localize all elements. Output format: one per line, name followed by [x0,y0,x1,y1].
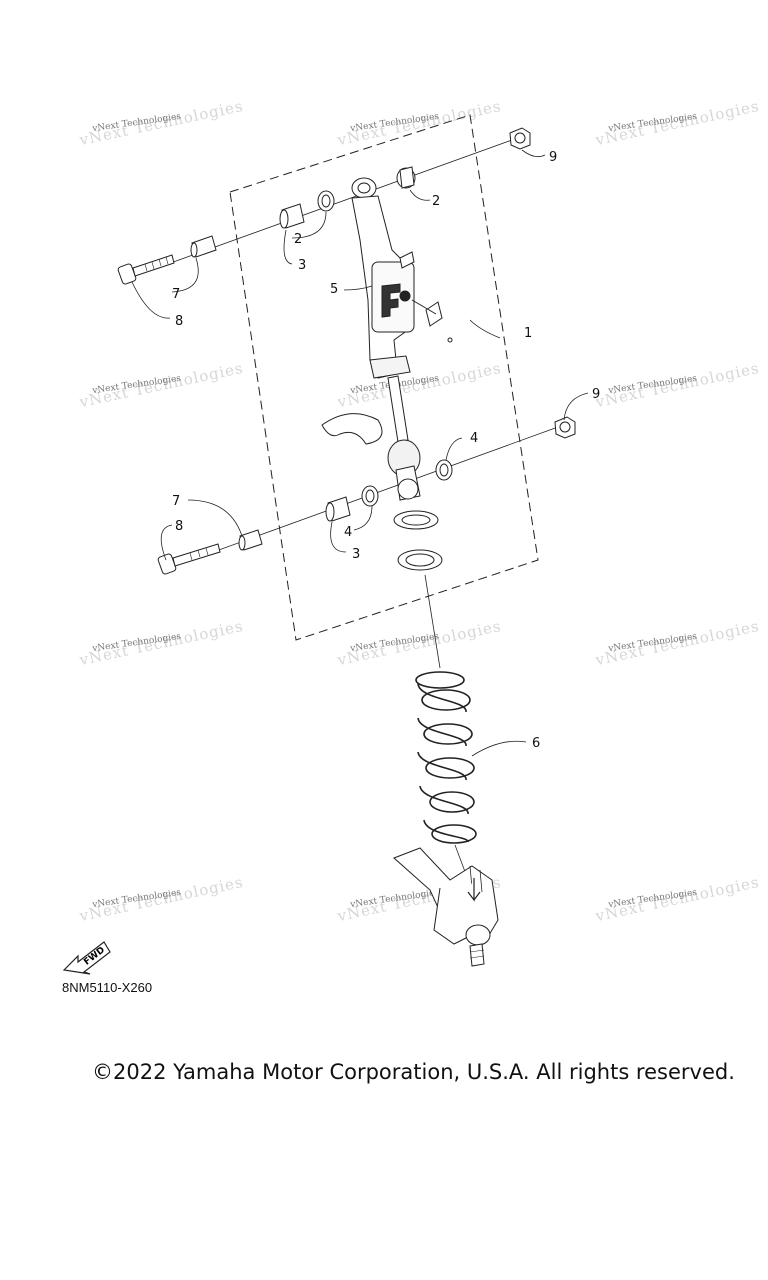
lower-nut [554,416,576,439]
upper-nut [509,127,531,150]
upper-collar-left [317,190,335,212]
callout-9-upper: 9 [549,150,557,165]
assembly-boundary [229,114,539,641]
callout-8-upper: 8 [175,314,183,329]
upper-bushing [279,203,305,229]
upper-collar [190,235,217,258]
bump-stop-washer [321,413,383,445]
callout-7-lower: 7 [172,494,180,509]
callout-6: 6 [532,736,540,751]
callout-1: 1 [524,326,532,341]
lower-bolt [157,543,221,575]
callout-2-right: 2 [432,194,440,209]
callout-4-right: 4 [470,431,478,446]
callout-4-left: 4 [344,525,352,540]
lower-axis-line [204,426,559,556]
copyright-notice: ©2022 Yamaha Motor Corporation, U.S.A. A… [92,1060,735,1084]
callout-3-lower: 3 [352,547,360,562]
spring-lock-ring [393,510,443,571]
lower-bushing [325,496,351,522]
upper-axis-line [164,139,513,266]
callout-5: 5 [330,282,338,297]
callout-3-upper: 3 [298,258,306,273]
spring-axis-line [424,574,441,669]
callout-9-lower: 9 [592,387,600,402]
upper-collar-right [396,166,416,189]
lower-collar-right [435,459,453,481]
fwd-arrow-icon: FWD [62,941,111,975]
lower-collar-left [361,485,379,507]
shock-absorber [351,177,453,501]
upper-bolt [117,254,175,285]
diagram-code: 8NM5110-X260 [62,980,153,995]
leader-lines [131,149,589,757]
callout-2-left: 2 [294,232,302,247]
coil-spring [415,671,477,844]
callout-7-upper: 7 [172,287,180,302]
callout-numbers: 1 2 2 3 3 4 4 5 6 7 7 8 8 9 9 [172,150,600,751]
frame-mount [393,847,499,967]
lower-collar [238,529,263,551]
callout-8-lower: 8 [175,519,183,534]
